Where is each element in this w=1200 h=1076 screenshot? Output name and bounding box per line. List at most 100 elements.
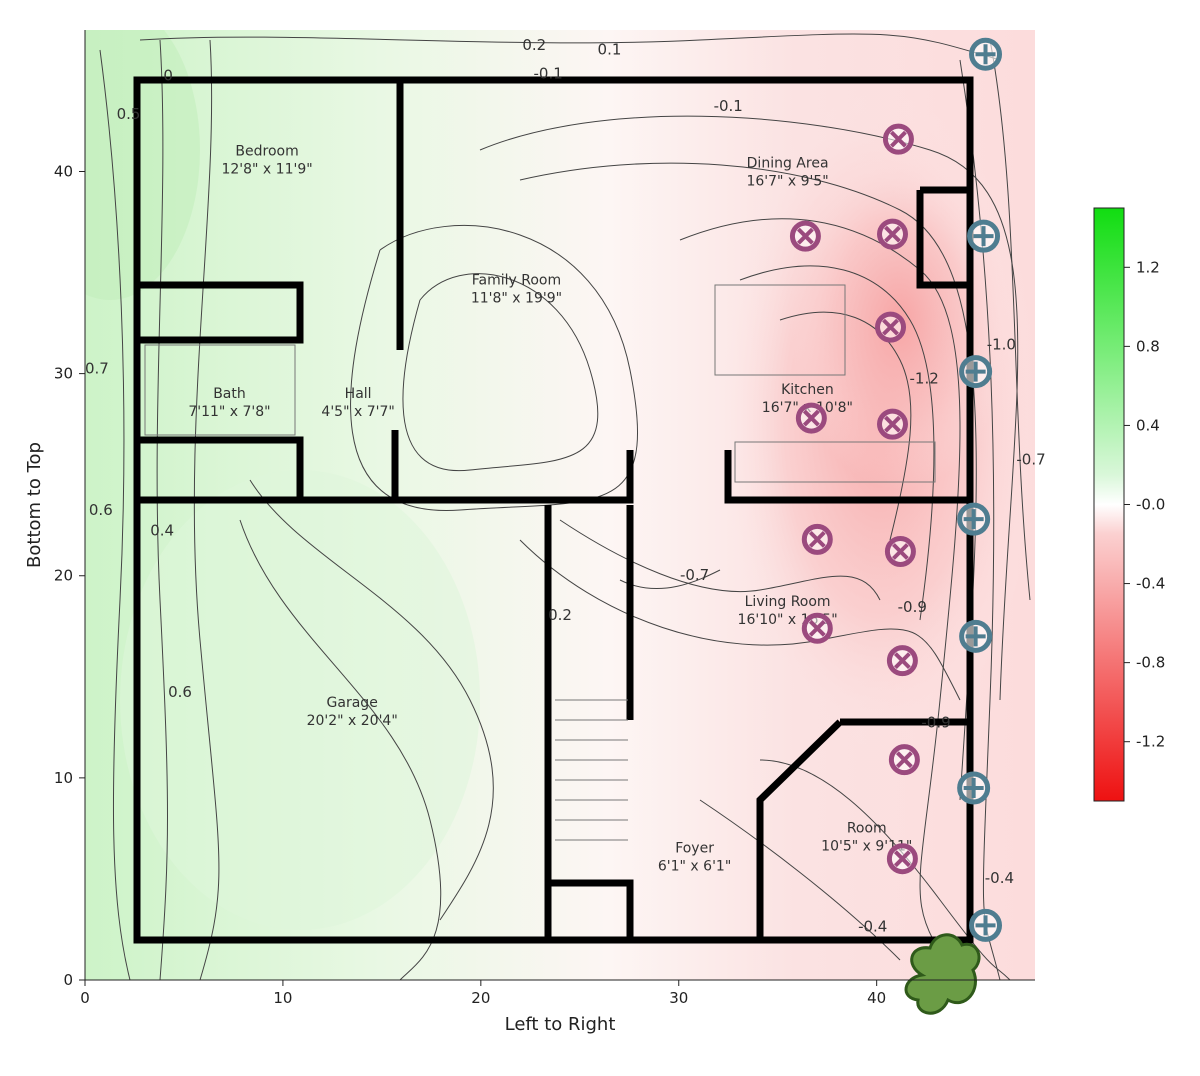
colorbar-gradient xyxy=(1093,207,1125,802)
plus-marker-point xyxy=(967,219,1001,253)
kitchen-counter xyxy=(734,441,936,483)
contour-value-label: -0.7 xyxy=(1016,451,1045,469)
colorbar-tick-label: -0.8 xyxy=(1136,654,1165,672)
x-marker-point xyxy=(888,744,920,776)
room-name-label: Bedroom xyxy=(235,143,298,159)
x-marker-point xyxy=(875,311,907,343)
x-tick-label: 30 xyxy=(669,989,688,1007)
room-size-label: 12'8" x 11'9" xyxy=(221,161,312,177)
x-tick-label: 10 xyxy=(273,989,292,1007)
x-markers xyxy=(789,123,920,875)
x-marker-point xyxy=(877,408,908,440)
room-size-label: 6'1" x 6'1" xyxy=(658,859,731,875)
y-tick-label: 10 xyxy=(54,769,73,787)
heatmap-green-zone xyxy=(85,30,200,300)
contour-value-label: -0.7 xyxy=(680,566,709,584)
plus-marker-point xyxy=(959,619,993,653)
room-name-label: Bath xyxy=(213,386,246,402)
plus-marker-point xyxy=(969,908,1003,942)
x-marker-point xyxy=(882,123,914,155)
x-marker-point xyxy=(789,220,821,252)
plus-marker-point xyxy=(959,355,993,389)
y-axis-label: Bottom to Top xyxy=(24,442,45,568)
contour-value-label: -1.2 xyxy=(910,370,939,388)
interior-wall xyxy=(548,879,634,940)
contour-value-label: 0.6 xyxy=(168,683,192,701)
x-marker-point xyxy=(795,402,827,434)
x-tick-label: 40 xyxy=(867,989,886,1007)
interior-wall xyxy=(724,450,970,504)
kitchen-island xyxy=(714,284,846,376)
x-marker-point xyxy=(877,218,908,250)
plus-markers xyxy=(957,37,1003,942)
contour-value-label: 0.6 xyxy=(89,501,113,519)
shrub-icon xyxy=(904,933,981,1015)
room-name-label: Foyer xyxy=(675,841,714,857)
floor-plan-walls xyxy=(133,76,974,944)
interior-wall xyxy=(916,186,970,289)
y-tick-label: 30 xyxy=(54,365,73,383)
plus-marker-point xyxy=(957,502,991,536)
x-marker-point xyxy=(884,535,916,567)
plus-marker-point xyxy=(969,37,1003,71)
x-marker-point xyxy=(886,843,918,875)
contour-value-label: 0.4 xyxy=(150,521,174,539)
colorbar-tick-label: 1.2 xyxy=(1136,258,1160,276)
x-axis-label: Left to Right xyxy=(505,1014,616,1035)
y-tick-label: 40 xyxy=(54,162,73,180)
interior-wall xyxy=(137,436,304,500)
interior-wall xyxy=(756,719,843,940)
plus-marker-point xyxy=(957,771,991,805)
x-marker-point xyxy=(886,645,918,677)
y-tick-label: 20 xyxy=(54,567,73,585)
room-name-label: Dining Area xyxy=(747,155,829,171)
floor-plan-details xyxy=(144,284,936,841)
x-marker-point xyxy=(801,523,833,555)
staircase xyxy=(555,699,628,841)
room-size-label: 11'8" x 19'9" xyxy=(471,291,562,307)
heatmap-field xyxy=(85,30,1035,980)
room-name-label: Living Room xyxy=(745,594,831,610)
y-tick-label: 0 xyxy=(63,971,73,989)
colorbar-tick-label: -0.0 xyxy=(1136,496,1165,514)
room-name-label: Garage xyxy=(327,695,378,711)
room-name-label: Family Room xyxy=(472,273,561,289)
bathroom-fixtures xyxy=(144,344,296,436)
colorbar-tick-label: -1.2 xyxy=(1136,733,1165,751)
contour-value-label: 0.1 xyxy=(598,40,622,58)
interior-wall xyxy=(137,450,634,504)
heatmap-green-zone xyxy=(120,470,480,930)
contour-value-label: -0.4 xyxy=(858,917,887,935)
exterior-wall xyxy=(133,76,974,944)
contour-value-label: -0.1 xyxy=(714,97,743,115)
contour-value-label: -0.1 xyxy=(533,65,562,83)
contour-value-label: -0.4 xyxy=(985,869,1014,887)
colorbar: 1.2 0.8 0.4 -0.0 -0.4 -0.8 -1.2 xyxy=(1093,207,1165,802)
contour-value-label: 0.5 xyxy=(117,105,141,123)
x-tick-label: 20 xyxy=(471,989,490,1007)
contour-value-label: -0.9 xyxy=(921,713,950,731)
contour-value-label: 0.7 xyxy=(85,360,109,378)
contour-value-label: 0.2 xyxy=(522,36,546,54)
colorbar-tick-label: 0.8 xyxy=(1136,337,1160,355)
room-size-label: 16'7" x 9'5" xyxy=(746,173,828,189)
colorbar-tick-label: -0.4 xyxy=(1136,575,1165,593)
room-size-label: 20'2" x 20'4" xyxy=(307,713,398,729)
contour-value-label: -0.9 xyxy=(898,598,927,616)
x-tick-label: 0 xyxy=(80,989,90,1007)
x-marker-point xyxy=(801,612,833,644)
room-name-label: Kitchen xyxy=(781,382,834,398)
room-size-label: 4'5" x 7'7" xyxy=(321,404,394,420)
colorbar-ticks: 1.2 0.8 0.4 -0.0 -0.4 -0.8 -1.2 xyxy=(1124,258,1165,751)
interior-wall xyxy=(137,281,304,344)
contour-value-label: 0 xyxy=(163,67,173,85)
room-name-label: Room xyxy=(847,820,887,836)
contour-value-label: 0.2 xyxy=(548,606,572,624)
room-size-label: 7'11" x 7'8" xyxy=(188,404,270,420)
colorbar-tick-label: 0.4 xyxy=(1136,416,1160,434)
room-name-label: Hall xyxy=(345,386,372,402)
